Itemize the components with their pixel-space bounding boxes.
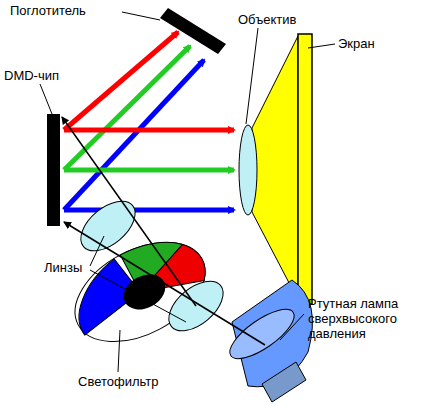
leader-line [40,84,52,114]
green-ray [64,46,190,170]
leader-line [280,314,304,340]
leader-line [90,270,186,322]
filter-label: Светофильтр [78,374,158,389]
light-path [64,222,265,345]
leader-line [118,330,120,372]
lenses-label: Линзы [44,260,82,275]
mercury-lamp [223,280,313,402]
leader-line [308,44,335,48]
leader-line [90,236,104,266]
absorber-label: Поглотитель [10,3,86,18]
light-path [62,117,196,306]
objective-label: Объектив [238,12,296,27]
leader-line [122,12,160,20]
objective-lens [239,125,257,215]
green-ray [64,168,234,173]
dmd-chip [47,114,60,226]
screen-label: Экран [338,36,375,51]
lens [72,192,144,261]
projection-cone [252,36,298,300]
blue-ray [64,208,234,213]
lamp-label: Ртутная лампа сверхвысокого давления [308,296,420,341]
screen [298,34,312,304]
absorber [160,8,226,54]
blue-ray [64,60,204,210]
red-ray [64,128,234,133]
leader-line [246,28,258,124]
dmd-label: DMD-чип [4,68,59,83]
